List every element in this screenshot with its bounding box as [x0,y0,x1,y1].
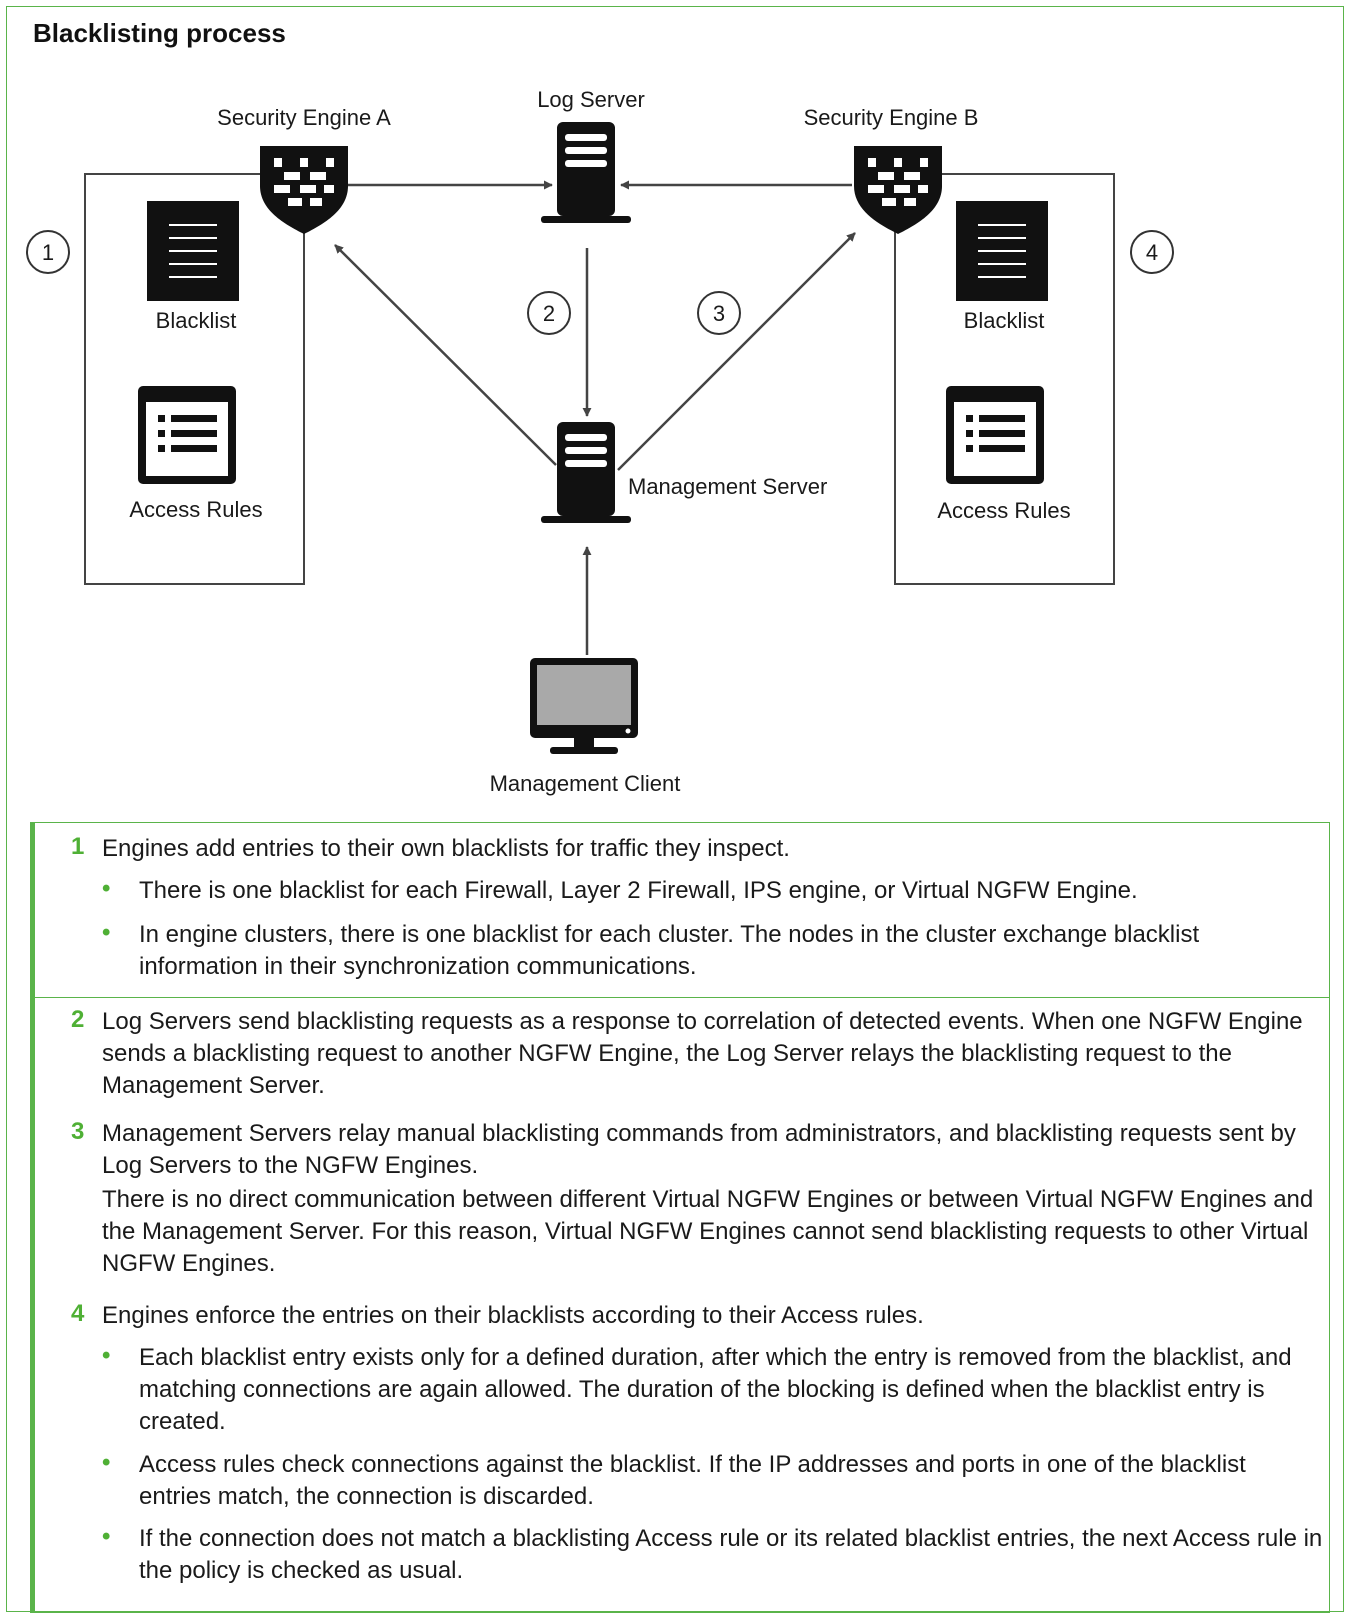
engine-a-label: Security Engine A [217,105,391,130]
blacklist-a-label: Blacklist [156,308,237,333]
bullet-dot: • [102,875,111,902]
bullet-text: Each blacklist entry exists only for a d… [139,1344,1292,1435]
access-rules-b-label: Access Rules [937,498,1070,523]
bullet-text: Access rules check connections against t… [139,1451,1246,1510]
step-number: 3 [71,1118,85,1145]
access-rules-a-label: Access Rules [129,497,262,522]
bullet-dot: • [102,919,111,946]
step-text: Management Servers relay manual blacklis… [102,1120,1296,1179]
svg-text:1: 1 [42,240,54,265]
step-notes: 1 Engines add entries to their own black… [30,822,1330,1613]
blacklisting-diagram: 1 2 3 4 Security Engine A Log Server Sec… [26,87,1174,796]
engine-a-box [84,173,305,585]
step-number: 2 [71,1006,85,1033]
management-server-icon [541,422,631,523]
blacklist-document-icon [147,201,239,301]
step-marker-4: 4 [1130,230,1174,274]
blacklist-document-icon [956,201,1048,301]
log-server-label: Log Server [537,87,645,112]
bullet-dot: • [102,1342,111,1369]
access-rules-list-icon [946,386,1044,484]
step-marker-3: 3 [697,291,741,335]
svg-text:2: 2 [543,301,555,326]
bullet-dot: • [102,1523,111,1550]
svg-text:3: 3 [713,301,725,326]
step-4: 4 Engines enforce the entries on their b… [35,1300,1330,1600]
step-number: 4 [71,1300,85,1327]
management-server-label: Management Server [628,474,827,499]
step-text: Log Servers send blacklisting requests a… [102,1008,1303,1099]
step-2: 2 Log Servers send blacklisting requests… [35,1006,1330,1106]
firewall-shield-icon [854,146,942,234]
step-text-continued: There is no direct communication between… [102,1186,1314,1277]
step-separator [35,997,1330,998]
figure-title: Blacklisting process [33,18,286,48]
step-3: 3 Management Servers relay manual blackl… [35,1118,1330,1278]
log-server-icon [541,122,631,223]
access-rules-list-icon [138,386,236,484]
blacklist-b-label: Blacklist [964,308,1045,333]
figure-frame [6,6,1344,1612]
firewall-shield-icon [260,146,348,234]
monitor-icon [530,658,638,754]
step-number: 1 [71,833,85,860]
step-marker-1: 1 [26,230,70,274]
bullet-text: If the connection does not match a black… [139,1525,1323,1584]
bullet-text: In engine clusters, there is one blackli… [139,921,1200,980]
bullet-text: There is one blacklist for each Firewall… [139,877,1138,904]
arrow-management-server-to-engine-a [334,244,557,466]
step-text: Engines enforce the entries on their bla… [102,1302,924,1329]
svg-text:4: 4 [1146,240,1158,265]
arrow-management-server-to-engine-b [617,232,856,471]
engine-b-box [894,173,1115,585]
step-text: Engines add entries to their own blackli… [102,835,790,862]
engine-b-label: Security Engine B [804,105,979,130]
bullet-dot: • [102,1449,111,1476]
step-marker-2: 2 [527,291,571,335]
management-client-label: Management Client [490,771,681,796]
step-1: 1 Engines add entries to their own black… [35,833,1330,993]
